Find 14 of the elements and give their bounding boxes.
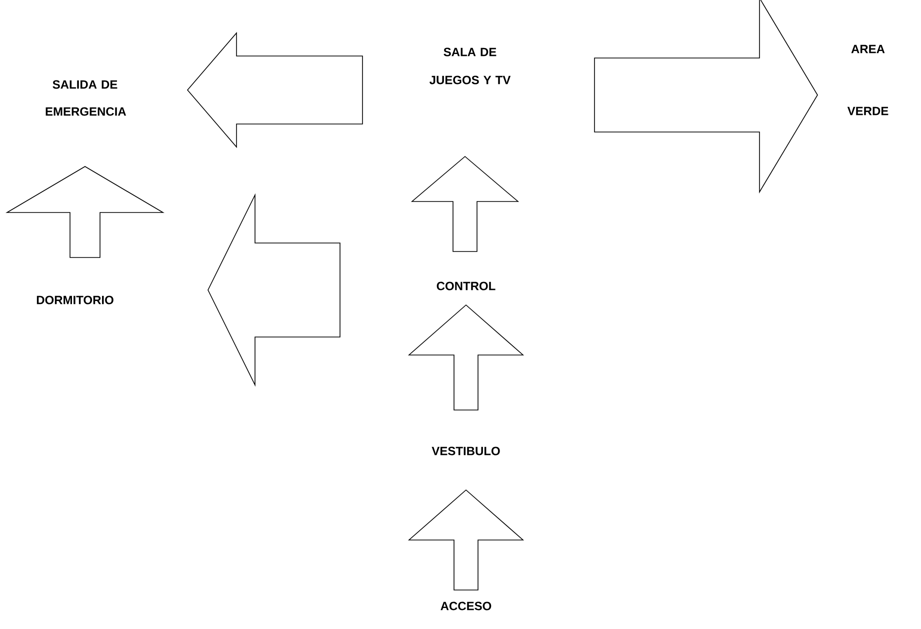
block-arrow <box>408 304 524 410</box>
block-arrow <box>6 166 164 258</box>
node-label: SALIDA DE EMERGENCIA <box>46 80 126 116</box>
node-label: ACCESO <box>440 602 492 610</box>
node-label: CONTROL <box>436 282 496 290</box>
node-label: SALA DE JUEGOS Y TV <box>430 48 511 84</box>
block-arrow <box>186 32 363 148</box>
node-label: DORMITORIO <box>36 296 114 304</box>
block-arrow <box>410 156 520 252</box>
block-arrow <box>408 489 524 590</box>
node-label: VESTIBULO <box>432 446 500 456</box>
block-arrow <box>208 193 340 387</box>
node-label: AREA VERDE <box>847 44 888 116</box>
block-arrow <box>594 0 818 194</box>
